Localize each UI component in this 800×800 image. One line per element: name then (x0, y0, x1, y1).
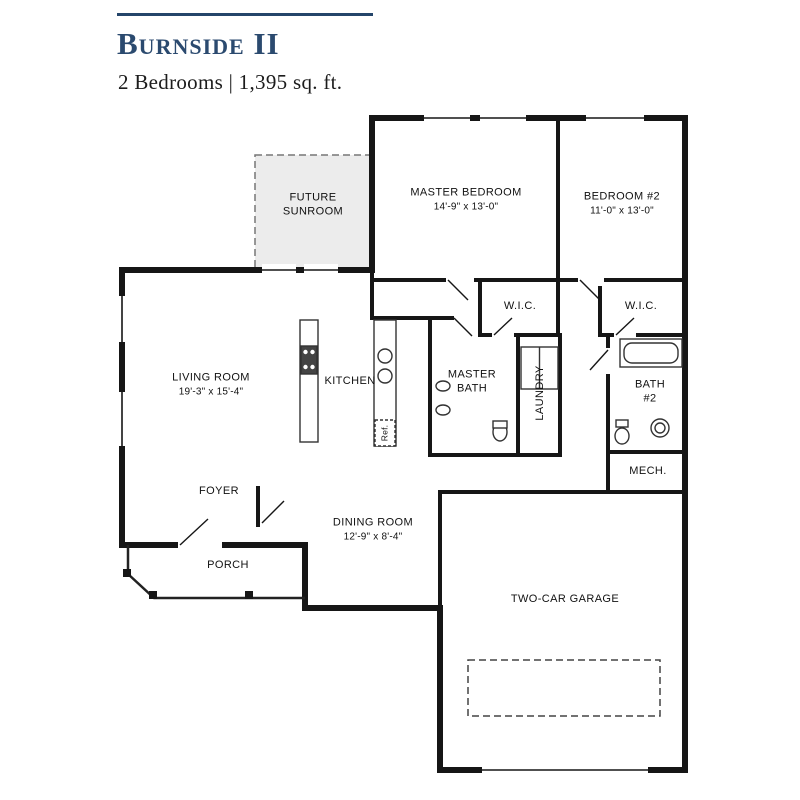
room-name: Ref. (379, 424, 390, 442)
door-lines (179, 279, 635, 546)
toilet-icon (614, 427, 630, 445)
label-kitchen: KITCHEN (324, 375, 375, 389)
label-refrigerator: Ref. (380, 425, 391, 441)
label-master-bedroom: MASTER BEDROOM 14'-9" x 13'-0" (410, 186, 521, 213)
room-name: FUTURE (289, 191, 337, 204)
room-name: SUNROOM (282, 205, 344, 217)
room-name: W.I.C. (624, 300, 658, 313)
window-lines (121, 117, 648, 771)
sink-basin (654, 422, 666, 434)
sink-icon (377, 348, 393, 364)
room-name: DINING ROOM (332, 516, 414, 529)
sink-icon (435, 404, 451, 416)
label-future-sunroom: FUTURE SUNROOM (283, 191, 343, 219)
laundry-fixtures (520, 346, 559, 390)
room-dims: 19'-3" x 15'-4" (178, 386, 244, 398)
label-wic-bedroom2: W.I.C. (625, 300, 657, 314)
room-name: MECH. (629, 465, 667, 478)
room-name: #2 (643, 392, 657, 404)
master-bath-fixtures (435, 380, 508, 442)
room-name: PORCH (207, 559, 249, 572)
label-laundry: LAUNDRY (534, 365, 548, 420)
kitchen-fixtures (299, 319, 397, 447)
label-porch: PORCH (207, 559, 249, 573)
room-name: BEDROOM #2 (583, 190, 661, 203)
room-name: BATH (634, 378, 666, 391)
label-wic-master: W.I.C. (504, 300, 536, 314)
label-bedroom2: BEDROOM #2 11'-0" x 13'-0" (584, 190, 660, 217)
room-name: KITCHEN (324, 375, 376, 388)
porch-posts (123, 569, 253, 599)
room-name: BATH (456, 382, 488, 394)
room-name: MASTER BEDROOM (410, 186, 522, 199)
label-dining-room: DINING ROOM 12'-9" x 8'-4" (333, 516, 413, 543)
room-name: TWO-CAR GARAGE (510, 593, 620, 606)
label-master-bath: MASTER BATH (448, 368, 496, 396)
label-living-room: LIVING ROOM 19'-3" x 15'-4" (172, 371, 250, 398)
tub-basin (623, 342, 679, 364)
room-dims: 12'-9" x 8'-4" (343, 531, 403, 543)
room-dims: 11'-0" x 13'-0" (590, 205, 654, 217)
sink-icon (377, 368, 393, 384)
room-name: FOYER (199, 485, 239, 498)
label-bath2: BATH #2 (635, 378, 665, 406)
refrigerator-icon (374, 419, 396, 447)
room-name: MASTER (447, 368, 497, 381)
toilet-tank (492, 420, 508, 429)
label-foyer: FOYER (199, 485, 239, 499)
bath2-fixtures (614, 338, 683, 445)
header-rule (117, 13, 373, 16)
interior-walls (256, 116, 687, 610)
plan-subtitle: 2 Bedrooms | 1,395 sq. ft. (118, 70, 343, 94)
plan-title: Burnside II (117, 26, 280, 61)
garage-dashed-outline (467, 659, 661, 717)
label-mech: MECH. (629, 465, 666, 479)
kitchen-counter-left (299, 319, 319, 443)
porch-outline (126, 545, 305, 600)
room-name: LIVING ROOM (172, 371, 250, 384)
room-name: W.I.C. (503, 300, 537, 313)
label-garage: TWO-CAR GARAGE (511, 593, 619, 607)
room-name: LAUNDRY (534, 365, 547, 421)
stove-icon (300, 345, 318, 375)
room-dims: 14'-9" x 13'-0" (433, 201, 499, 213)
exterior-walls (119, 115, 688, 773)
toilet-tank (615, 419, 629, 428)
sink-icon (435, 380, 451, 392)
